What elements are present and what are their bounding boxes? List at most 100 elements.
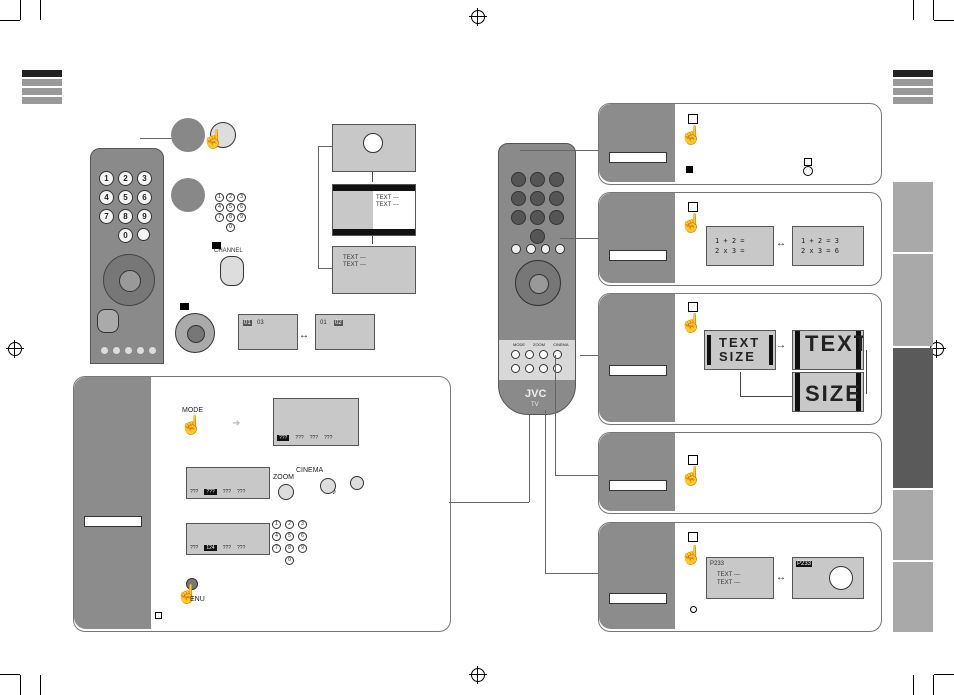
panel-hold-side bbox=[599, 433, 675, 511]
pointing-hand-icon: ☝ bbox=[680, 466, 703, 486]
crop-mark bbox=[40, 0, 41, 20]
swap-arrow-icon: ↔ bbox=[299, 330, 309, 341]
page-number: 01 bbox=[320, 320, 327, 326]
cancel-icon bbox=[688, 532, 698, 542]
tv-label: TV bbox=[531, 402, 539, 408]
remote-dpad[interactable] bbox=[103, 254, 155, 306]
tab-section-1[interactable] bbox=[893, 182, 933, 252]
tv-screen-text: TEXT --- TEXT --- bbox=[332, 246, 416, 294]
text-mode-icon bbox=[212, 242, 221, 249]
keypad-key: 1 bbox=[272, 520, 281, 529]
calc-screen-before: 1 + 2 = 2 x 3 = bbox=[706, 226, 774, 266]
crop-mark bbox=[913, 675, 914, 695]
connector-line bbox=[529, 410, 530, 502]
note-circle-icon bbox=[690, 606, 697, 613]
text-line: TEXT --- bbox=[376, 195, 399, 201]
hold-icon bbox=[688, 455, 698, 465]
remote-key-1[interactable]: 1 bbox=[99, 171, 114, 186]
mode-option: ??? bbox=[190, 545, 199, 551]
mode-option: ??? bbox=[295, 435, 304, 441]
keypad-key: 8 bbox=[285, 544, 294, 553]
remote-key[interactable] bbox=[530, 172, 545, 187]
remote-key[interactable] bbox=[511, 191, 526, 206]
tab-section-5[interactable] bbox=[893, 562, 933, 632]
remote-key-0[interactable]: 0 bbox=[118, 228, 133, 243]
mode-label-small: MODE bbox=[513, 342, 525, 347]
pointing-hand-icon: ☝ bbox=[176, 584, 199, 604]
connector-line bbox=[449, 502, 529, 503]
remote-text-button[interactable] bbox=[137, 228, 150, 241]
remote-key[interactable] bbox=[530, 229, 545, 244]
cancel-screen-picture: P233 bbox=[792, 557, 864, 599]
text-button-icon bbox=[210, 122, 236, 148]
remote-key-7[interactable]: 7 bbox=[99, 209, 114, 224]
mode-option: ??? bbox=[237, 489, 246, 495]
lower-buttons-2 bbox=[511, 364, 562, 373]
crop-mark bbox=[934, 20, 954, 21]
channel-label: CHANNEL bbox=[214, 248, 243, 254]
tab-section-4[interactable] bbox=[893, 490, 933, 560]
keypad-key: 3 bbox=[237, 193, 246, 202]
remote-key[interactable] bbox=[511, 172, 526, 187]
mode-option-selected: ??? bbox=[204, 489, 217, 495]
mode-screen-2: ??? ??? ??? ??? bbox=[186, 467, 270, 499]
registration-mark-icon bbox=[6, 340, 24, 358]
brand-logo: JVC bbox=[525, 388, 547, 400]
crop-mark bbox=[0, 674, 20, 675]
tab-section-3-active[interactable] bbox=[893, 348, 933, 488]
ok-button[interactable] bbox=[119, 270, 141, 292]
remote-key-4[interactable]: 4 bbox=[99, 190, 114, 205]
tab-section-2[interactable] bbox=[893, 254, 933, 346]
page-screen-b: 01 02 bbox=[315, 314, 375, 350]
cancel-screen-text: P233 TEXT --- TEXT --- bbox=[706, 557, 774, 599]
remote-key-3[interactable]: 3 bbox=[137, 171, 152, 186]
mode-options: ??? ??? ??? ??? bbox=[190, 489, 245, 495]
remote-key-2[interactable]: 2 bbox=[118, 171, 133, 186]
remote-key[interactable] bbox=[530, 210, 545, 225]
row-labels: MODE ZOOM CINEMA bbox=[513, 342, 569, 347]
plus-icon bbox=[688, 114, 698, 124]
panel-hold-title-box bbox=[609, 480, 667, 491]
channel-rocker[interactable] bbox=[97, 309, 119, 333]
remote-key[interactable] bbox=[549, 210, 564, 225]
pointing-hand-icon: ☝ bbox=[180, 415, 203, 435]
remote-key-8[interactable]: 8 bbox=[118, 209, 133, 224]
remote-key-6[interactable]: 6 bbox=[137, 190, 152, 205]
page-code: P233 bbox=[710, 561, 725, 567]
size-screen-normal: TEXT SIZE bbox=[704, 330, 776, 370]
mode-option-selected: 124 bbox=[204, 545, 217, 551]
cinema-label-small: CINEMA bbox=[553, 342, 569, 347]
text-line: TEXT --- bbox=[376, 202, 399, 208]
calc-screen-after: 1 + 2 = 3 2 x 3 = 6 bbox=[792, 226, 864, 266]
mode-option: ??? bbox=[237, 545, 246, 551]
remote-key[interactable] bbox=[511, 210, 526, 225]
size-screen-bottom: SIZE bbox=[792, 372, 864, 412]
mode-option-selected: ??? bbox=[277, 435, 290, 441]
keypad-key: 2 bbox=[226, 193, 235, 202]
text-size-line: SIZE bbox=[719, 349, 756, 364]
remote-key-5[interactable]: 5 bbox=[118, 190, 133, 205]
mode-option: ??? bbox=[190, 489, 199, 495]
remote-control-right: MODE ZOOM CINEMA JVC TV bbox=[498, 143, 576, 415]
ok-button[interactable] bbox=[529, 274, 549, 294]
page-code-highlight: P233 bbox=[796, 561, 813, 567]
pointing-hand-icon: ☝ bbox=[680, 545, 703, 565]
channel-rocker-icon bbox=[220, 256, 244, 286]
keypad-key: 3 bbox=[298, 520, 307, 529]
swap-arrow-icon: ↔ bbox=[776, 572, 786, 583]
text-line: TEXT --- bbox=[717, 580, 740, 586]
remote-key-9[interactable]: 9 bbox=[137, 209, 152, 224]
connector-line bbox=[555, 355, 556, 475]
pointing-hand-icon: ☝ bbox=[680, 313, 703, 333]
registration-mark-icon bbox=[469, 666, 487, 684]
text-line: TEXT --- bbox=[343, 255, 366, 261]
calc-line: 1 + 2 = bbox=[715, 237, 745, 245]
remote-key[interactable] bbox=[549, 172, 564, 187]
remote-key[interactable] bbox=[549, 191, 564, 206]
small-icon bbox=[804, 158, 812, 166]
text-size-large: TEXT bbox=[805, 331, 864, 356]
mode-options: ??? ??? ??? ??? bbox=[277, 435, 332, 441]
panel-calc-title-box bbox=[609, 250, 667, 261]
remote-key[interactable] bbox=[530, 191, 545, 206]
remote-dpad[interactable] bbox=[515, 260, 561, 306]
